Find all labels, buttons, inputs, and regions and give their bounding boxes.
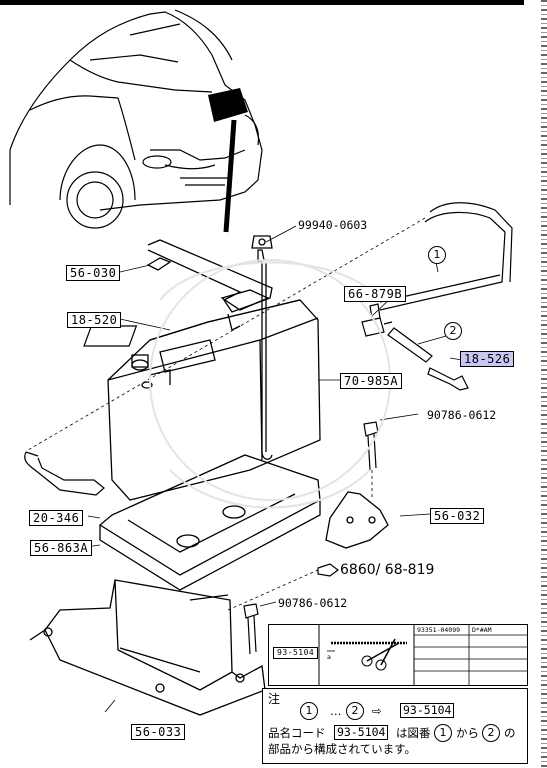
note-title: 注 <box>268 692 281 706</box>
clip-symbol <box>317 563 339 577</box>
bolt-upper <box>363 421 379 500</box>
callout-1: 1 <box>428 246 446 264</box>
label-56-030[interactable]: 56-030 <box>66 265 121 281</box>
note-line3: 部品から構成されています。 <box>268 742 417 756</box>
tube-1-dashed <box>27 217 426 451</box>
inset-col2: D*#AM <box>472 626 492 634</box>
note-code-2[interactable]: 93-5104 <box>334 725 389 740</box>
label-56-033[interactable]: 56-033 <box>131 724 186 740</box>
label-18-526[interactable]: 18-526 <box>460 351 515 367</box>
hold-down-rod <box>251 235 273 460</box>
label-90786-0612-lower: 90786-0612 <box>278 596 348 610</box>
inset-col1: 93351-04099 <box>417 626 461 634</box>
callout-2: 2 <box>444 322 462 340</box>
mount-bracket <box>325 491 389 549</box>
label-56-863A[interactable]: 56-863A <box>30 540 93 556</box>
note-arrow: ⇨ <box>372 704 382 718</box>
inset-arrow-label: a <box>327 653 331 661</box>
note-circle-2: 2 <box>346 702 364 720</box>
label-70-985A[interactable]: 70-985A <box>340 373 403 389</box>
note-dots: … <box>330 704 342 718</box>
battery-illustration <box>83 299 321 501</box>
assembly-inset: 93-5104 93351-04099 D*#AM a <box>268 624 528 686</box>
vent-fitting <box>427 367 469 391</box>
label-18-520[interactable]: 18-520 <box>67 312 122 328</box>
label-56-032[interactable]: 56-032 <box>430 508 485 524</box>
location-pointer <box>223 119 237 233</box>
note-line2-prefix: 品名コード <box>268 726 326 740</box>
top-rule <box>0 0 524 5</box>
note-line2-from: から <box>456 726 479 740</box>
watermark <box>149 259 391 509</box>
inset-code-93-5104[interactable]: 93-5104 <box>273 647 319 659</box>
label-66-879B[interactable]: 66-879B <box>344 286 407 302</box>
label-20-346[interactable]: 20-346 <box>29 510 84 526</box>
vent-tube-2 <box>387 327 447 363</box>
note-line2-mid: は図番 <box>396 726 431 740</box>
vent-elbow <box>24 451 105 496</box>
inset-drawing <box>318 625 527 685</box>
scan-edge <box>541 0 547 768</box>
battery-base-plate <box>29 579 266 716</box>
base-dash <box>227 569 319 611</box>
battery-location-marker <box>208 88 248 122</box>
bolt-lower <box>243 603 259 655</box>
note-line2-end: の <box>504 726 516 740</box>
note-line2-circle-2: 2 <box>482 724 500 742</box>
label-6860-68-819[interactable]: 6860/ 68-819 <box>340 562 435 578</box>
note-code-1[interactable]: 93-5104 <box>400 703 455 718</box>
label-99940-0603: 99940-0603 <box>298 218 368 232</box>
hold-down-bracket <box>146 239 273 331</box>
label-90786-0612-upper: 90786-0612 <box>427 408 497 422</box>
tray-illustration <box>98 454 321 591</box>
note-circle-1: 1 <box>300 702 318 720</box>
note-line2-circle-1: 1 <box>434 724 452 742</box>
